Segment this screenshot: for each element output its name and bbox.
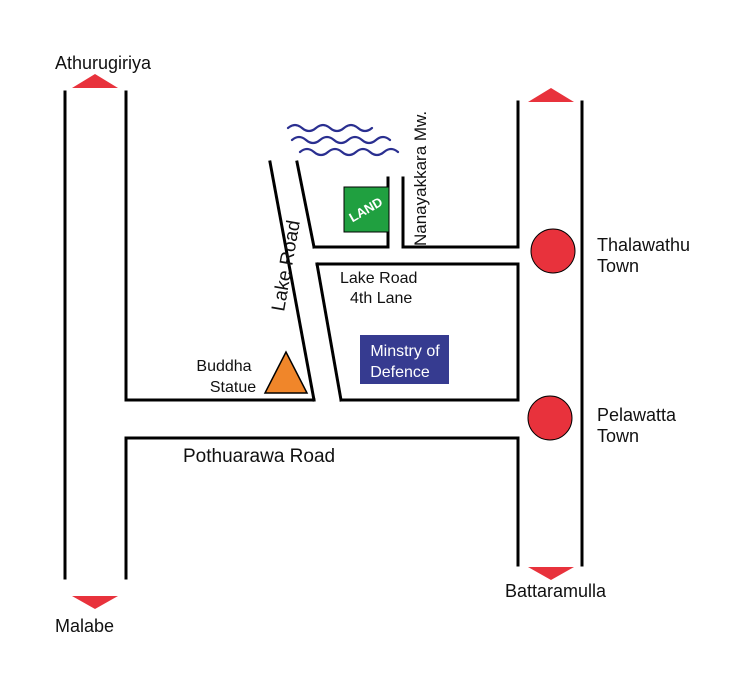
thalawathu-label-line2: Town xyxy=(597,256,639,276)
lane-label-line1: Lake Road xyxy=(340,270,417,287)
lake-road-right-edge-top xyxy=(295,160,316,249)
arrow-battaramulla-icon xyxy=(528,567,574,580)
ministry-box xyxy=(360,335,449,384)
thalawathu-town-marker xyxy=(530,228,576,274)
arrow-athurugiriya-icon xyxy=(72,74,118,88)
buddha-label-line1: Buddha xyxy=(196,358,251,375)
ministry-label-line1: Minstry of xyxy=(370,343,440,360)
buddha-statue-icon xyxy=(263,350,309,394)
water-icon xyxy=(286,123,400,157)
pothuarawa-road-label: Pothuarawa Road xyxy=(183,446,335,467)
lake-road-left-edge xyxy=(268,160,316,402)
malabe-label: Malabe xyxy=(55,616,114,636)
battaramulla-label: Battaramulla xyxy=(505,581,607,601)
athurugiriya-label: Athurugiriya xyxy=(55,53,152,73)
thalawathu-label-line1: Thalawathu xyxy=(597,235,690,255)
nanayakkara-label: Nanayakkara Mw. xyxy=(411,111,430,246)
land-box xyxy=(343,186,390,233)
arrow-malabe-icon xyxy=(72,596,118,609)
pelawatta-label-line1: Pelawatta xyxy=(597,405,677,425)
lake-road-label: Lake Road xyxy=(268,219,305,313)
lane-label-line2: 4th Lane xyxy=(350,290,412,307)
lake-road-right-edge-bottom xyxy=(315,262,343,402)
buddha-label-line2: Statue xyxy=(210,379,256,396)
pelawatta-town-marker xyxy=(527,395,573,441)
arrow-top-right-icon xyxy=(528,88,574,102)
ministry-label-line2: Defence xyxy=(370,364,430,381)
road-lines xyxy=(63,90,584,580)
pelawatta-label-line2: Town xyxy=(597,426,639,446)
